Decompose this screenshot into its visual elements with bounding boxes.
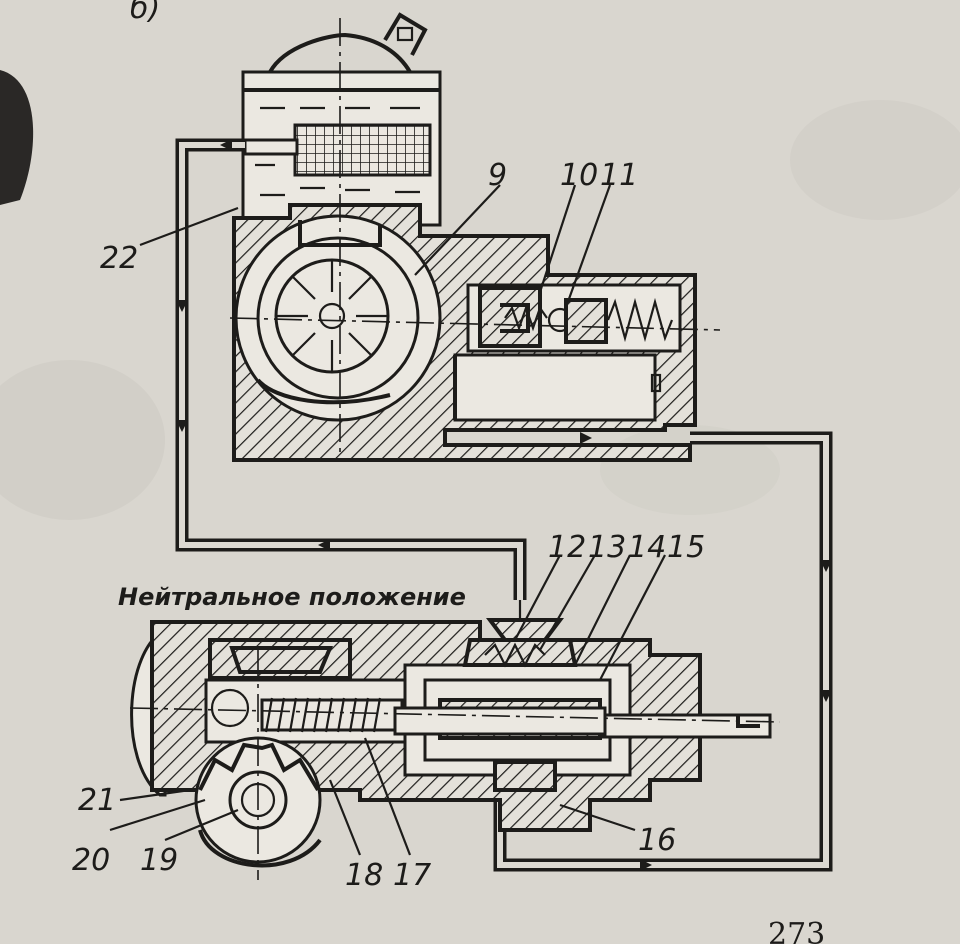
header-fragment: б): [130, 0, 160, 26]
valve-spring-small: [504, 304, 548, 332]
filter-element: [293, 123, 432, 177]
hydraulic-lines: [175, 138, 833, 872]
label-22: 22: [100, 241, 138, 276]
axis-horizontal-gear: [129, 707, 781, 723]
caption-neutral-position: Нейтральное положение: [118, 583, 466, 611]
reservoir-cap: [268, 32, 412, 74]
page-number: 273: [768, 917, 825, 944]
centering-spring: [484, 642, 546, 668]
label-9: 9: [488, 158, 507, 193]
label-14: 14: [628, 530, 666, 565]
label-11: 11: [600, 158, 638, 193]
label-18: 18: [345, 858, 383, 893]
relief-spring: [606, 297, 674, 343]
sector-teeth-18: [198, 742, 320, 792]
flow-arrows: [176, 139, 832, 871]
rotor-vanes: [276, 260, 388, 372]
reaction-plunger-14: [462, 638, 578, 667]
label-19: 19: [140, 843, 178, 878]
leader-lines: [109, 184, 666, 856]
label-21: 21: [78, 783, 116, 818]
label-15: 15: [667, 530, 705, 565]
label-16: 16: [638, 823, 676, 858]
cap-latch: [383, 12, 428, 56]
pump-unit: [229, 12, 721, 462]
label-10: 10: [560, 158, 598, 193]
axis-horizontal-pump: [229, 317, 721, 331]
label-12: 12: [548, 530, 586, 565]
steering-gear: [129, 600, 781, 880]
valve-port-16: [493, 760, 557, 792]
label-17: 17: [393, 858, 431, 893]
label-13: 13: [588, 530, 626, 565]
label-20: 20: [72, 843, 110, 878]
bypass-channel: [453, 353, 657, 422]
valve-spool-10: [478, 286, 542, 348]
